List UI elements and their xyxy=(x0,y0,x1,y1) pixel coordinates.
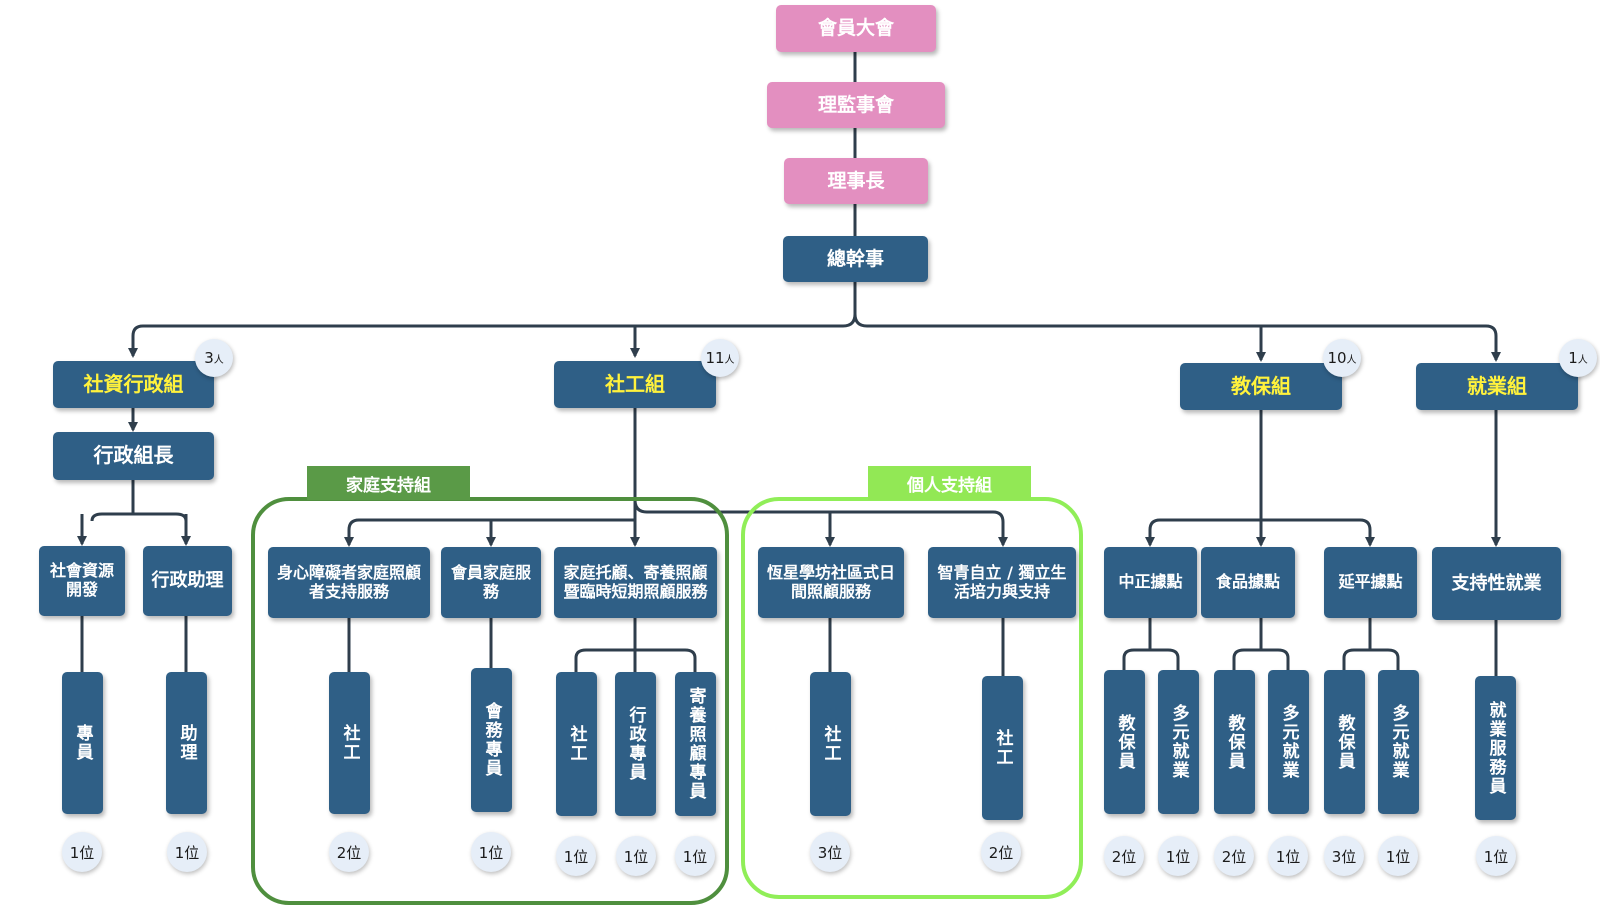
food-teacher-role: 教保員 xyxy=(1214,670,1255,814)
social-work-department-node: 社工組 xyxy=(554,361,716,408)
caregiver-social-worker-count: 2位 xyxy=(329,832,369,872)
admin-specialist-count: 1位 xyxy=(616,836,656,876)
secretary-general-node: 總幹事 xyxy=(783,236,928,282)
yanping-teacher-count: 3位 xyxy=(1324,836,1364,876)
respite-social-worker-role: 社工 xyxy=(556,672,597,816)
independent-living-social-worker-count: 2位 xyxy=(981,832,1021,872)
admin-assistant-unit: 行政助理 xyxy=(143,546,232,616)
admin-department-node: 社資行政組 xyxy=(53,361,214,408)
zhongzheng-teacher-role: 教保員 xyxy=(1104,670,1145,814)
zhongzheng-teacher-count: 2位 xyxy=(1104,836,1144,876)
zhongzheng-multi-employment-count: 1位 xyxy=(1158,836,1198,876)
respite-social-worker-count: 1位 xyxy=(556,836,596,876)
yanping-site-unit: 延平據點 xyxy=(1324,547,1417,618)
day-care-unit: 恆星學坊社區式日間照顧服務 xyxy=(758,547,904,618)
chairman-node: 理事長 xyxy=(784,158,928,204)
yanping-multi-employment-role: 多元就業 xyxy=(1378,670,1419,814)
assistant-count: 1位 xyxy=(167,832,207,872)
personal-support-group-label: 個人支持組 xyxy=(868,466,1031,500)
food-teacher-count: 2位 xyxy=(1214,836,1254,876)
zhongzheng-multi-employment-role: 多元就業 xyxy=(1158,670,1199,814)
yanping-teacher-role: 教保員 xyxy=(1324,670,1365,814)
foster-care-specialist-role: 寄養照顧專員 xyxy=(675,672,716,816)
family-support-group-label: 家庭支持組 xyxy=(307,466,470,500)
caregiver-social-worker-role: 社工 xyxy=(329,672,370,814)
independent-living-social-worker-role: 社工 xyxy=(982,676,1023,820)
member-affairs-count: 1位 xyxy=(471,832,511,872)
independent-living-unit: 智青自立 / 獨立生活培力與支持 xyxy=(928,547,1076,618)
day-care-social-worker-role: 社工 xyxy=(810,672,851,816)
family-support-group-frame xyxy=(251,497,729,905)
board-node: 理監事會 xyxy=(767,82,945,128)
foster-care-specialist-count: 1位 xyxy=(675,836,715,876)
admin-specialist-role: 行政專員 xyxy=(615,672,656,816)
assistant-role: 助理 xyxy=(166,672,207,814)
food-multi-employment-role: 多元就業 xyxy=(1268,670,1309,814)
supported-employment-unit: 支持性就業 xyxy=(1432,547,1561,620)
member-affairs-specialist-role: 會務專員 xyxy=(471,668,512,812)
specialist-role: 專員 xyxy=(62,672,103,814)
employment-service-count: 1位 xyxy=(1476,836,1516,876)
food-site-unit: 食品據點 xyxy=(1201,547,1295,618)
food-multi-employment-count: 1位 xyxy=(1268,836,1308,876)
general-assembly-node: 會員大會 xyxy=(776,5,936,52)
caregiver-support-unit: 身心障礙者家庭照顧者支持服務 xyxy=(268,547,430,618)
employment-department-node: 就業組 xyxy=(1416,363,1578,410)
day-care-social-worker-count: 3位 xyxy=(810,832,850,872)
resource-development-unit: 社會資源開發 xyxy=(39,546,125,616)
admin-lead-node: 行政組長 xyxy=(53,432,214,480)
respite-care-unit: 家庭托顧、寄養照顧暨臨時短期照顧服務 xyxy=(554,547,717,618)
yanping-multi-employment-count: 1位 xyxy=(1378,836,1418,876)
member-family-service-unit: 會員家庭服務 xyxy=(441,547,541,618)
specialist-count: 1位 xyxy=(62,832,102,872)
employment-service-role: 就業服務員 xyxy=(1475,676,1516,820)
zhongzheng-site-unit: 中正據點 xyxy=(1104,547,1197,618)
education-department-node: 教保組 xyxy=(1180,363,1342,410)
